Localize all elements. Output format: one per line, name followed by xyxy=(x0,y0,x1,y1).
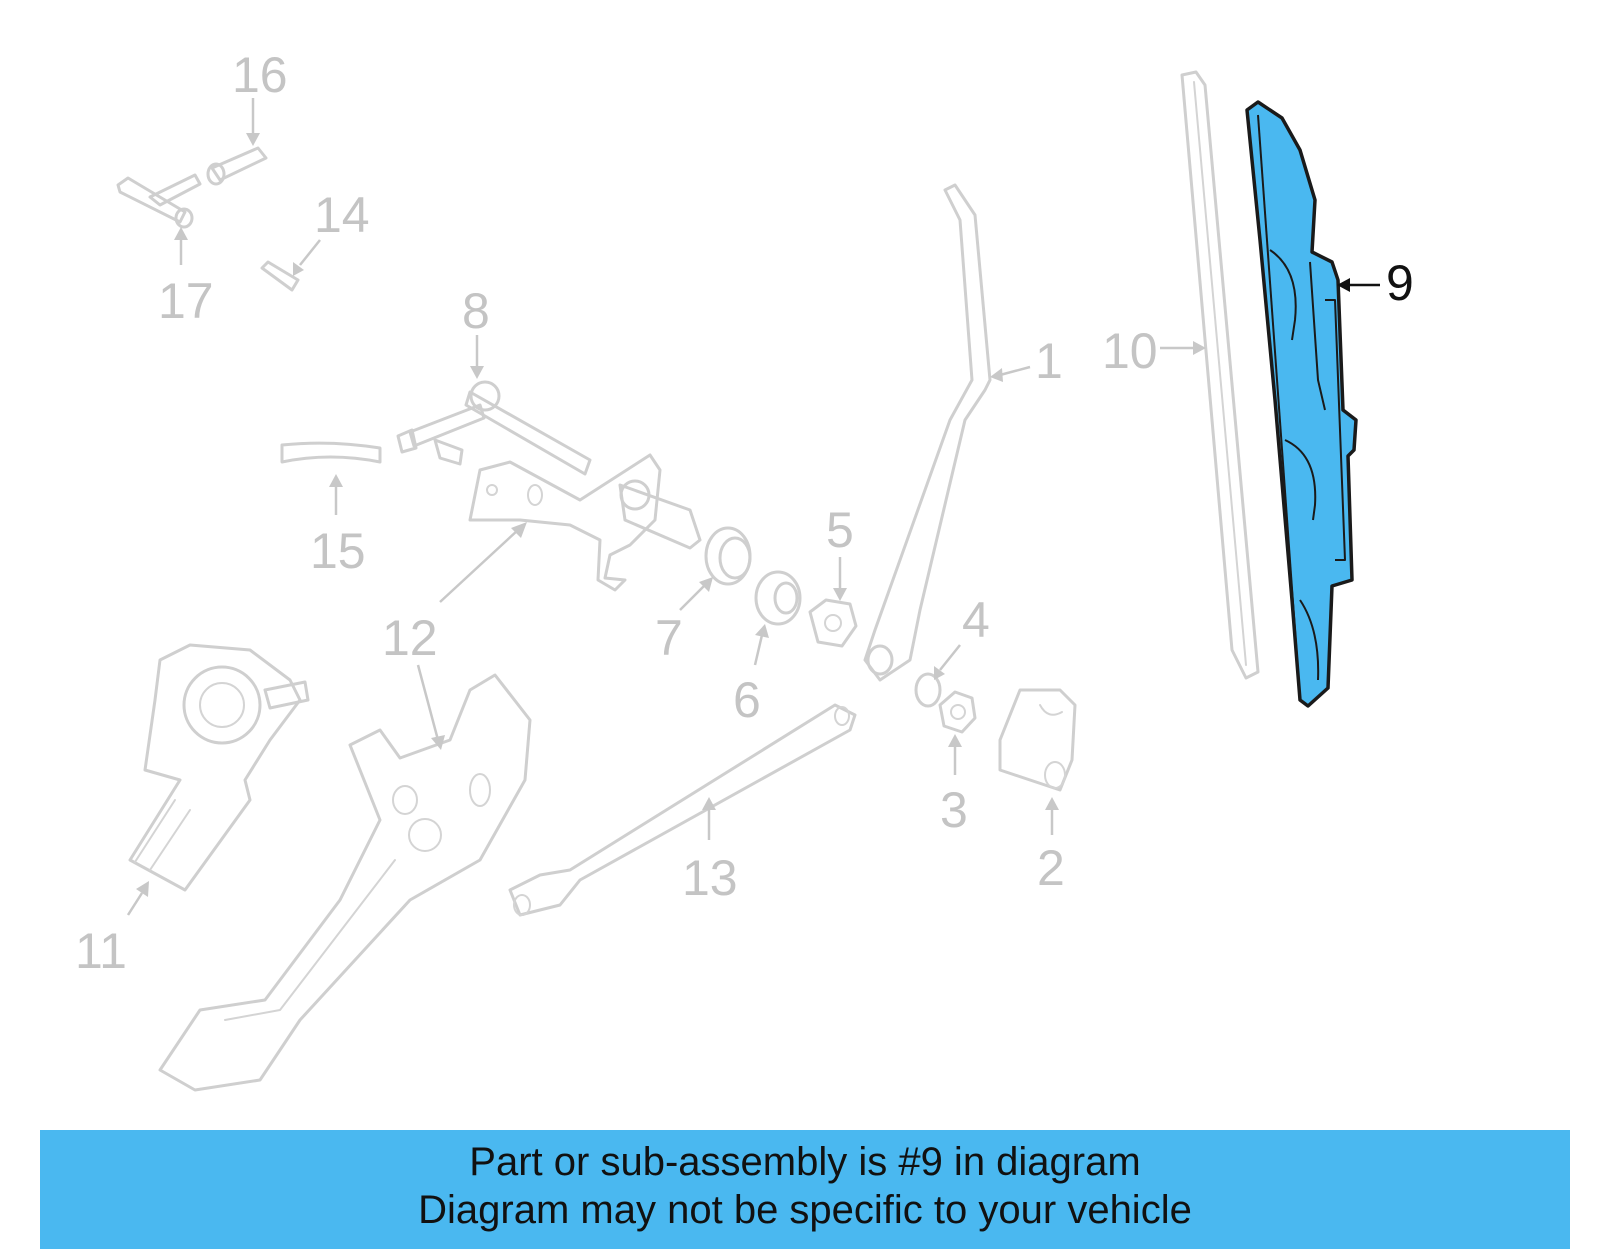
callout-9[interactable]: 9 xyxy=(1386,255,1414,311)
part-10-refill-strip xyxy=(1180,70,1260,680)
part-17-t-pin xyxy=(116,173,202,229)
callouts: 16 17 14 8 15 1 10 9 12 7 6 5 4 3 2 13 1… xyxy=(75,47,1414,979)
part-14-pin xyxy=(260,260,300,292)
callout-1: 1 xyxy=(1035,333,1063,389)
callout-5: 5 xyxy=(826,502,854,558)
info-banner: Part or sub-assembly is #9 in diagram Di… xyxy=(40,1130,1570,1249)
part-13-link xyxy=(508,703,857,917)
part-15-hose xyxy=(280,441,382,464)
part-4-o-ring xyxy=(914,672,942,708)
part-2-cap xyxy=(998,688,1077,792)
callout-3: 3 xyxy=(940,782,968,838)
part-16-pin xyxy=(206,146,268,186)
callout-6: 6 xyxy=(733,672,761,728)
callout-16: 16 xyxy=(232,47,288,103)
part-7-grommet xyxy=(704,526,752,586)
callout-17: 17 xyxy=(158,273,214,329)
callout-10: 10 xyxy=(1102,323,1158,379)
part-11-motor xyxy=(128,643,310,892)
callout-2: 2 xyxy=(1037,840,1065,896)
part-5-nut xyxy=(808,598,858,648)
callout-11: 11 xyxy=(75,923,127,979)
part-1-wiper-arm xyxy=(863,183,992,682)
callout-8: 8 xyxy=(462,283,490,339)
callout-14: 14 xyxy=(314,187,370,243)
part-6-washer xyxy=(754,570,802,626)
callout-12: 12 xyxy=(382,610,438,666)
banner-line-disclaimer: Diagram may not be specific to your vehi… xyxy=(418,1188,1192,1232)
part-3-nut xyxy=(938,690,977,734)
callout-13: 13 xyxy=(682,850,738,906)
banner-line-part-number: Part or sub-assembly is #9 in diagram xyxy=(469,1140,1141,1184)
part-12-plate xyxy=(158,673,532,1092)
part-8-link xyxy=(396,380,592,476)
leaders xyxy=(126,98,1380,916)
callout-7: 7 xyxy=(655,610,683,666)
part-9-wiper-blade[interactable] xyxy=(1245,100,1358,708)
callout-4: 4 xyxy=(962,592,990,648)
callout-15: 15 xyxy=(310,523,366,579)
part-12-bracket-upper xyxy=(468,453,702,592)
